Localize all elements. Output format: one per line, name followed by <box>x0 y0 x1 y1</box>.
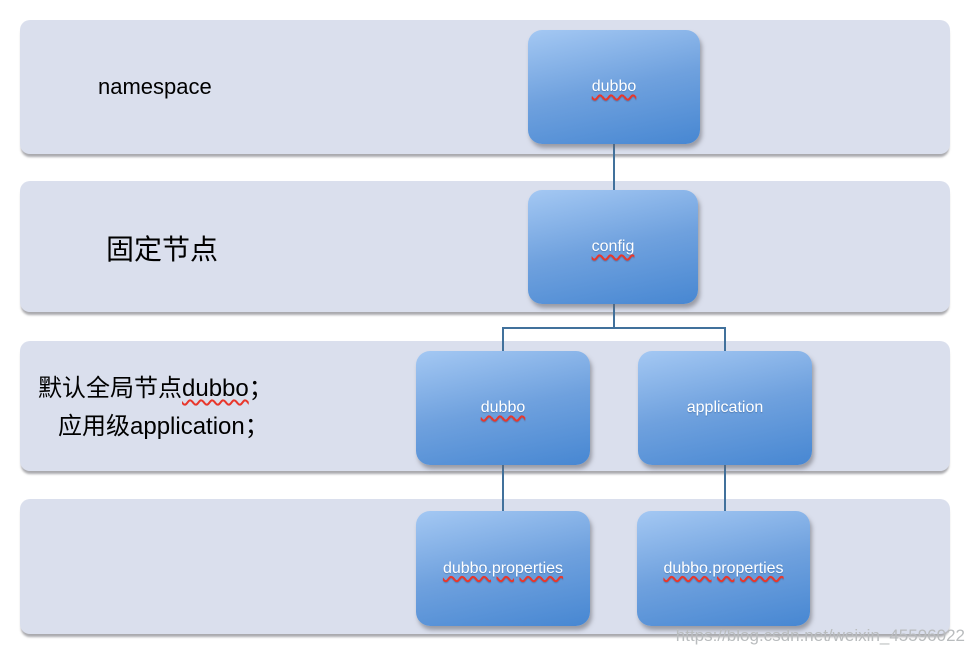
line2-cjk-text: 应用级 <box>58 414 130 440</box>
node-application-label: application <box>686 399 764 416</box>
default-global-line2: 应用级application； <box>38 408 273 446</box>
node-dubbo-properties-left: dubbo.properties <box>416 511 590 626</box>
connector-root-to-config <box>613 144 615 191</box>
connector-branch-right-drop <box>724 327 726 353</box>
row-label-fixed-node: 固定节点 <box>106 228 218 268</box>
connector-dubbo-to-properties <box>502 465 504 513</box>
node-config-label: config <box>591 238 635 255</box>
band-fixed-node-row <box>20 181 950 312</box>
node-config: config <box>528 190 698 304</box>
node-dubbo-child-label: dubbo <box>480 399 526 416</box>
line1-cjk-text: 默认全局节点 <box>38 376 182 402</box>
line2-latin-text: application <box>130 413 245 440</box>
node-dubbo-properties-right-label: dubbo.properties <box>663 559 784 577</box>
row-label-namespace: namespace <box>98 74 212 100</box>
node-application: application <box>638 351 812 465</box>
connector-config-stub <box>613 304 615 329</box>
line1-punct: ； <box>248 376 273 402</box>
row-label-default-global: 默认全局节点dubbo； 应用级application； <box>38 370 273 446</box>
default-global-line1: 默认全局节点dubbo； <box>38 370 273 408</box>
line2-punct: ； <box>244 414 269 440</box>
connector-application-to-properties <box>724 465 726 513</box>
band-namespace-row <box>20 20 950 154</box>
node-dubbo-root: dubbo <box>528 30 700 144</box>
fixed-node-label-text: 固定节点 <box>106 235 219 266</box>
line1-latin-text: dubbo <box>182 375 249 402</box>
csdn-watermark: https://blog.csdn.net/weixin_45596022 <box>675 626 965 645</box>
node-dubbo-root-label: dubbo <box>591 78 637 95</box>
node-dubbo-properties-left-label: dubbo.properties <box>442 559 564 577</box>
namespace-label-text: namespace <box>98 74 212 99</box>
node-dubbo-properties-right: dubbo.properties <box>637 511 810 626</box>
node-dubbo-child: dubbo <box>416 351 590 465</box>
connector-branch-left-drop <box>502 327 504 353</box>
connector-branch-horizontal <box>503 327 726 329</box>
